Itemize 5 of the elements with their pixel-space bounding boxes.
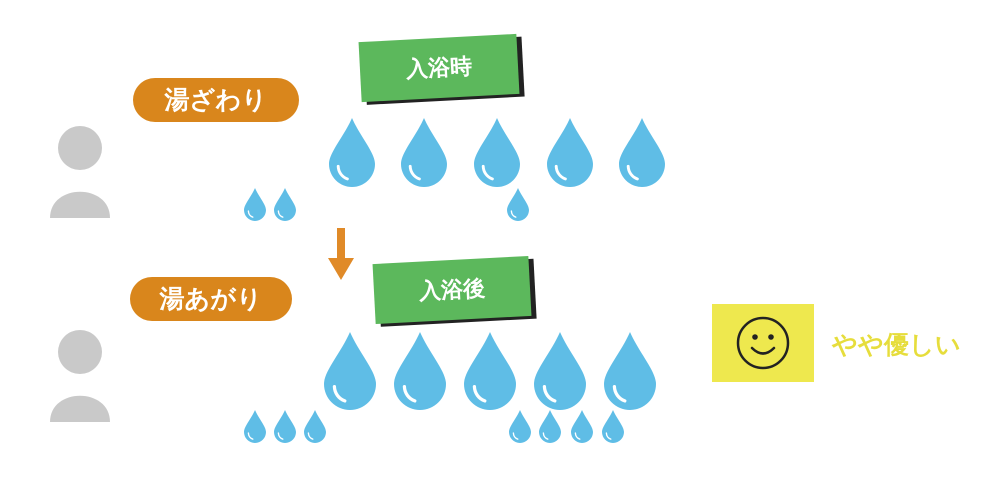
label-tab: 入浴後 bbox=[372, 256, 532, 324]
rating-text: やや優しい bbox=[832, 329, 961, 361]
label-tab: 入浴時 bbox=[358, 34, 520, 102]
label-pill: 湯ざわり bbox=[133, 78, 299, 122]
label-pill: 湯あがり bbox=[130, 277, 292, 321]
